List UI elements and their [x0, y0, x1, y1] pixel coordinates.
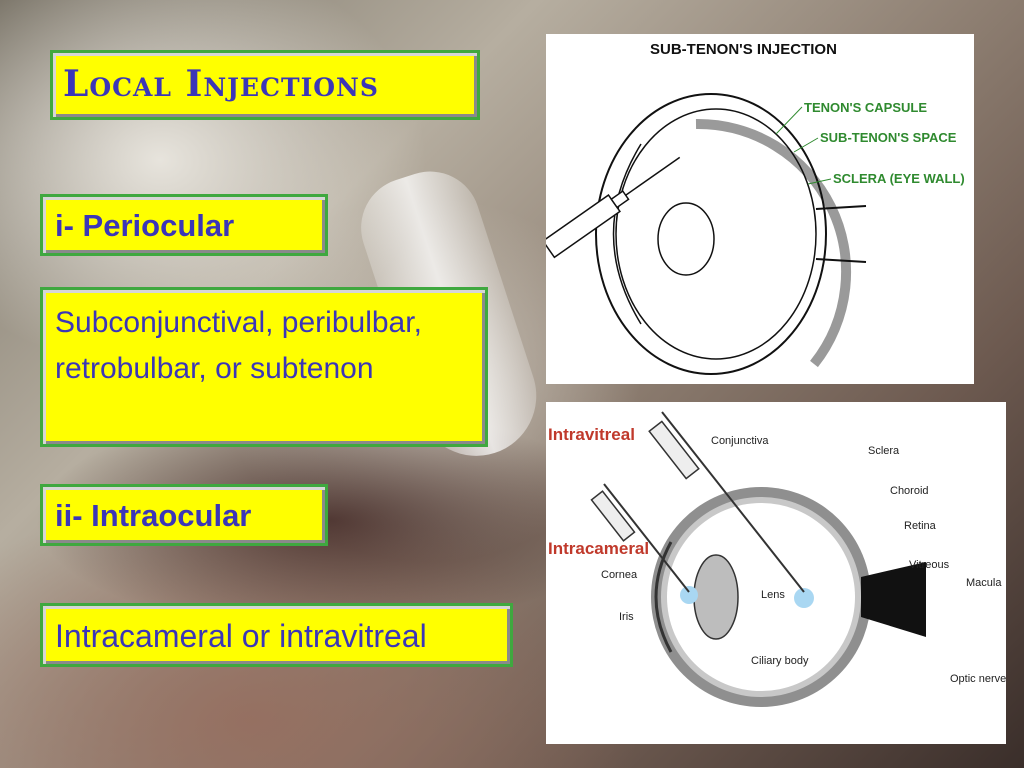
label-sclera-eye-wall: SCLERA (EYE WALL)	[833, 171, 965, 186]
intraocular-diagram-svg: Intravitreal Intracameral Conjunctiva Sc…	[548, 411, 1006, 707]
label-intracameral: Intracameral	[548, 539, 649, 558]
label-optic-nerve: Optic nerve	[950, 673, 1006, 685]
cornea-curve	[612, 143, 642, 325]
intracameral-syringe-icon	[590, 483, 690, 593]
optic-nerve-shape	[861, 562, 926, 637]
label-sclera: Sclera	[868, 445, 900, 457]
periocular-detail-box: Subconjunctival, peribulbar, retrobulbar…	[40, 287, 488, 447]
label-intravitreal: Intravitreal	[548, 425, 635, 444]
globe-inner	[615, 108, 817, 360]
subtenon-title: SUB-TENON'S INJECTION	[650, 41, 837, 58]
subtenon-diagram: SUB-TENON'S INJECTION TENON'S CAPSULE SU…	[541, 34, 974, 384]
lens-shape	[657, 202, 715, 276]
label-lens: Lens	[761, 589, 785, 601]
cornea-shape	[654, 541, 673, 653]
label-retina: Retina	[904, 520, 937, 532]
intravitreal-syringe-icon	[648, 411, 805, 593]
subtenon-diagram-svg: SUB-TENON'S INJECTION TENON'S CAPSULE SU…	[541, 41, 965, 375]
intraocular-detail: Intracameral or intravitreal	[55, 618, 427, 654]
periocular-heading-box: i- Periocular	[40, 194, 328, 256]
intraocular-detail-box: Intracameral or intravitreal	[40, 603, 513, 667]
label-vitreous: Vitreous	[909, 559, 950, 571]
intraocular-heading: ii- Intraocular	[55, 498, 252, 533]
slide-title: Local Injections	[63, 63, 379, 105]
optic-nerve-lines	[815, 205, 867, 263]
globe-outer	[595, 93, 827, 375]
label-tenons-capsule: TENON'S CAPSULE	[804, 100, 927, 115]
capsule-leader	[775, 106, 803, 135]
periocular-detail: Subconjunctival, peribulbar, retrobulbar…	[55, 306, 422, 385]
periocular-heading: i- Periocular	[55, 208, 235, 243]
label-conjunctiva: Conjunctiva	[711, 435, 769, 447]
label-choroid: Choroid	[890, 485, 929, 497]
label-iris: Iris	[619, 611, 634, 623]
intraocular-heading-box: ii- Intraocular	[40, 484, 328, 546]
sclera-leader	[807, 178, 832, 185]
globe-vitreous	[667, 503, 855, 691]
intracameral-drug-blob	[680, 586, 698, 604]
space-leader	[793, 137, 819, 153]
intraocular-diagram: Intravitreal Intracameral Conjunctiva Sc…	[546, 402, 1006, 744]
lens-shape	[693, 554, 739, 640]
slide-title-box: Local Injections	[50, 50, 480, 120]
label-macula: Macula	[966, 577, 1002, 589]
label-cornea: Cornea	[601, 569, 638, 581]
label-ciliary-body: Ciliary body	[751, 655, 809, 667]
tenons-capsule-shape	[695, 118, 852, 368]
syringe-icon	[541, 156, 681, 259]
intravitreal-drug-blob	[794, 588, 814, 608]
label-subtenon-space: SUB-TENON'S SPACE	[820, 130, 957, 145]
